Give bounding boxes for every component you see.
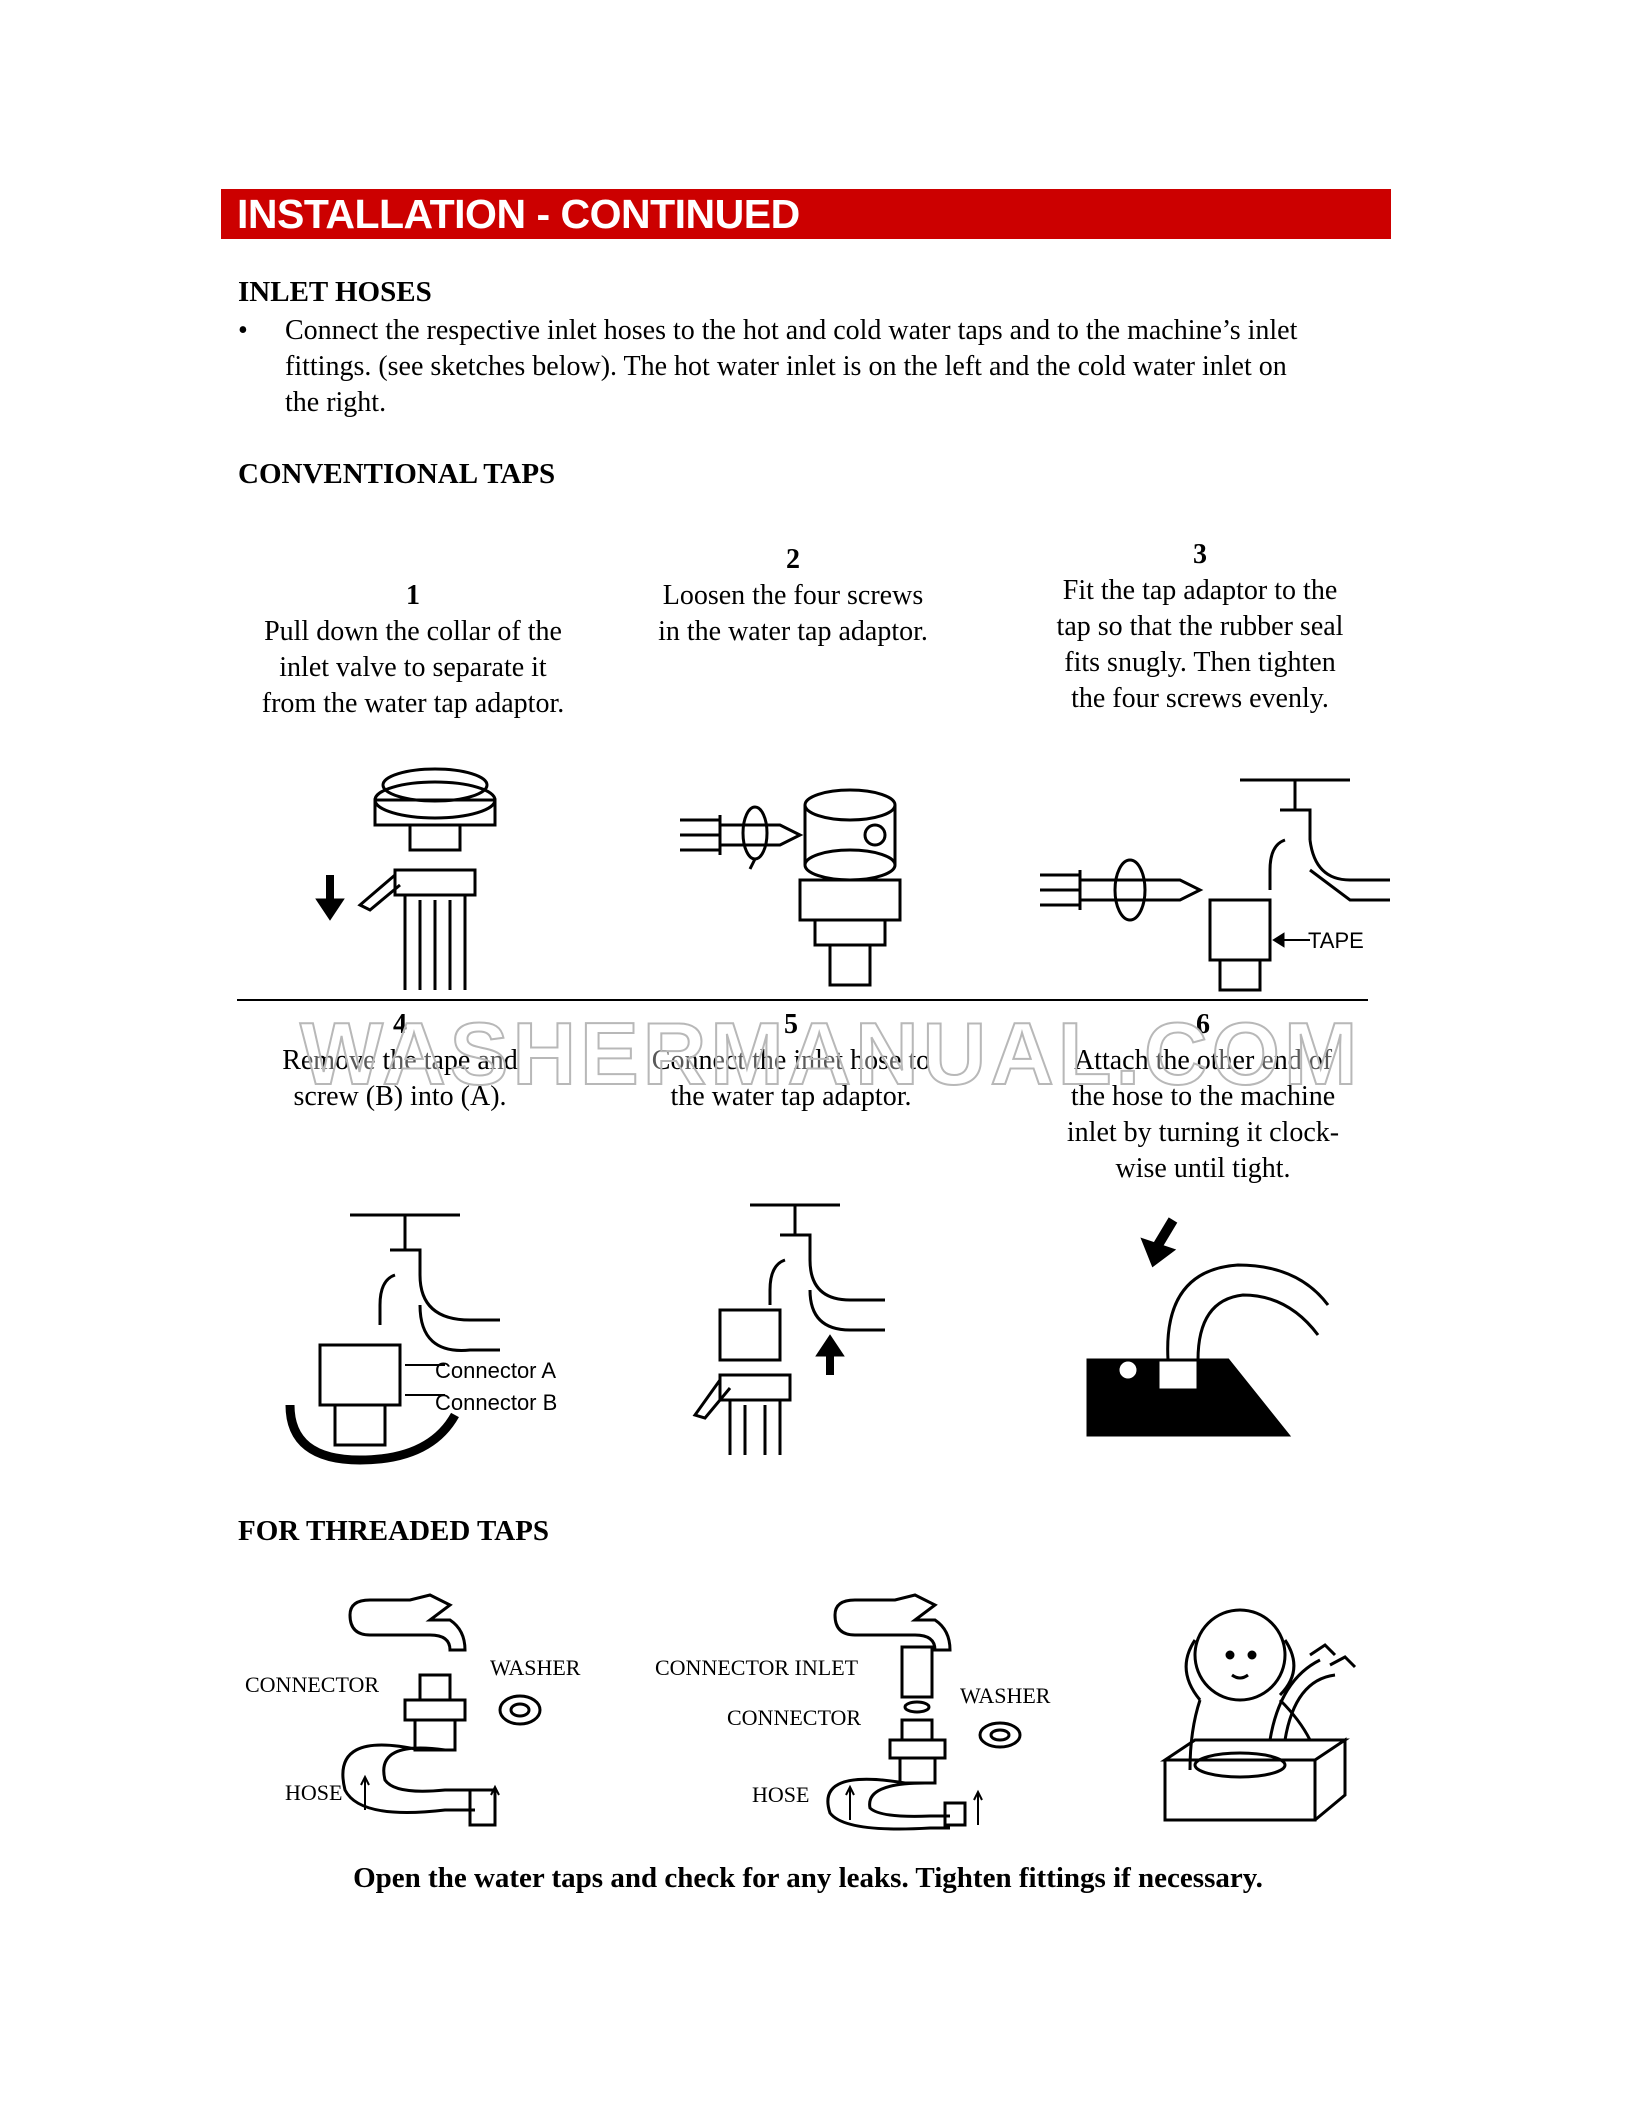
section-banner: INSTALLATION - CONTINUED xyxy=(221,189,1391,239)
threaded-figure-2 xyxy=(826,1593,1022,1831)
section-divider xyxy=(237,999,1368,1001)
caption-line: wise until tight. xyxy=(1115,1153,1291,1184)
step-1-caption: 1 Pull down the collar of the inlet valv… xyxy=(223,578,603,722)
inlet-hoses-bullet: Connect the respective inlet hoses to th… xyxy=(285,313,1297,421)
conventional-taps-heading: CONVENTIONAL TAPS xyxy=(238,458,556,490)
girl-at-washer-illustration xyxy=(1160,1608,1357,1822)
caption-line: the four screws evenly. xyxy=(1071,683,1329,714)
bullet-line: Connect the respective inlet hoses to th… xyxy=(285,315,1298,346)
step-5-illustration xyxy=(692,1203,885,1455)
step-number: 5 xyxy=(784,1009,798,1040)
washer-arrow-icon xyxy=(973,1789,983,1825)
threaded-figure-1 xyxy=(341,1593,542,1827)
step-number: 2 xyxy=(786,544,800,575)
step-number: 4 xyxy=(393,1009,407,1040)
bullet-line: the right. xyxy=(285,387,387,418)
connector-b-label: Connector B xyxy=(435,1390,558,1415)
footer-note: Open the water taps and check for any le… xyxy=(353,1862,1263,1894)
hose-label-2: HOSE xyxy=(752,1782,810,1807)
step-2-illustration xyxy=(680,788,902,987)
threaded-taps-heading: FOR THREADED TAPS xyxy=(238,1515,549,1547)
caption-line: inlet valve to separate it xyxy=(279,652,547,683)
step-number: 6 xyxy=(1196,1009,1210,1040)
caption-line: the hose to the machine xyxy=(1070,1081,1336,1112)
hose-arrow-icon xyxy=(845,1784,855,1820)
page-title: INSTALLATION - CONTINUED xyxy=(237,191,800,237)
hose-label: HOSE xyxy=(285,1780,343,1805)
caption-line: the water tap adaptor. xyxy=(670,1081,912,1112)
step-6-illustration xyxy=(1086,1217,1330,1437)
bullet-line: fittings. (see sketches below). The hot … xyxy=(285,351,1287,382)
connector-a-label: Connector A xyxy=(435,1358,557,1383)
step-5-caption: 5 Connect the inlet hose to the water ta… xyxy=(601,1007,981,1115)
step-6-caption: 6 Attach the other end of the hose to th… xyxy=(1013,1007,1393,1187)
caption-line: screw (B) into (A). xyxy=(293,1081,507,1112)
tape-label: TAPE xyxy=(1308,928,1364,953)
caption-line: fits snugly. Then tighten xyxy=(1064,647,1336,678)
caption-line: tap so that the rubber seal xyxy=(1056,611,1344,642)
inlet-hoses-heading: INLET HOSES xyxy=(238,276,432,308)
step-4-caption: 4 Remove the tape and screw (B) into (A)… xyxy=(210,1007,590,1115)
connector-label: CONNECTOR xyxy=(245,1672,380,1697)
caption-line: Connect the inlet hose to xyxy=(651,1045,931,1076)
bullet-icon: • xyxy=(238,315,248,346)
step-number: 1 xyxy=(406,580,420,611)
washer-label-2: WASHER xyxy=(960,1683,1051,1708)
connector-inlet-label: CONNECTOR INLET xyxy=(655,1655,859,1680)
caption-line: Fit the tap adaptor to the xyxy=(1062,575,1338,606)
step-number: 3 xyxy=(1193,539,1207,570)
step-3-caption: 3 Fit the tap adaptor to the tap so that… xyxy=(1010,537,1390,717)
caption-line: Loosen the four screws xyxy=(662,580,924,611)
caption-line: Attach the other end of xyxy=(1073,1045,1333,1076)
connector-label-2: CONNECTOR xyxy=(727,1705,862,1730)
caption-line: inlet by turning it clock- xyxy=(1066,1117,1340,1148)
caption-line: in the water tap adaptor. xyxy=(658,616,928,647)
washer-arrow-icon xyxy=(490,1784,500,1820)
step-1-illustration xyxy=(315,767,497,990)
step-3-illustration xyxy=(1040,778,1390,992)
washer-label: WASHER xyxy=(490,1655,581,1680)
caption-line: Remove the tape and xyxy=(282,1045,518,1076)
caption-line: from the water tap adaptor. xyxy=(261,688,565,719)
watermark: WASHERMANUAL.COM xyxy=(299,1003,1362,1104)
hose-arrow-icon xyxy=(360,1774,370,1810)
caption-line: Pull down the collar of the xyxy=(264,616,562,647)
step-2-caption: 2 Loosen the four screws in the water ta… xyxy=(603,542,983,650)
step-4-illustration xyxy=(285,1213,500,1465)
